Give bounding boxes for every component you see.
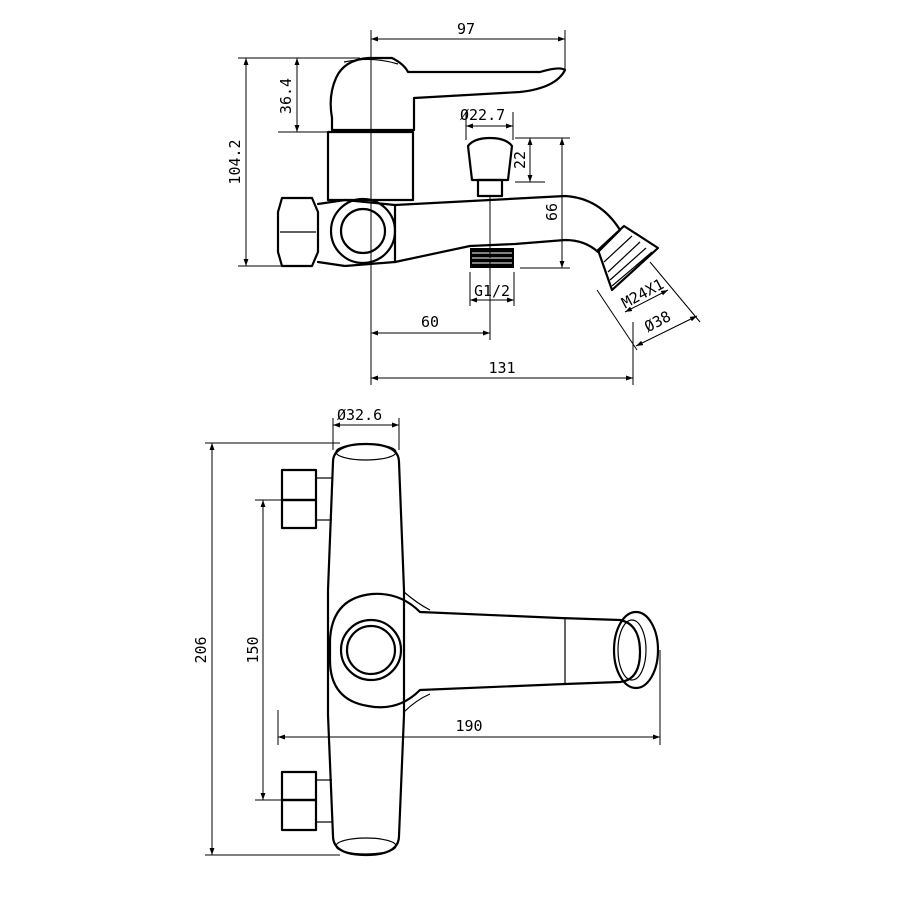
dim-diverter-diameter: Ø22.7 (460, 106, 505, 124)
top-lever (328, 592, 642, 709)
top-port-outer (339, 618, 403, 682)
top-cap-lower (335, 837, 397, 855)
top-view (205, 418, 661, 857)
dim-spout-drop: 66 (543, 203, 561, 221)
top-cap-upper (335, 443, 397, 461)
aerator (596, 224, 660, 292)
connection-nut (276, 196, 320, 268)
top-extension-lines (205, 418, 661, 856)
dim-connection-spacing: 150 (244, 636, 262, 663)
side-port-inner (339, 207, 387, 255)
dim-body-length: 206 (192, 636, 210, 663)
dim-inlet-thread: G1/2 (474, 282, 510, 300)
dim-aerator-diameter: Ø38 (641, 307, 673, 336)
side-extension-lines (238, 30, 701, 385)
lever-cap (343, 58, 399, 65)
diverter-stem (476, 178, 504, 198)
side-port-outer (329, 197, 397, 265)
lever-handle (329, 56, 567, 132)
top-nut-lower (280, 770, 332, 832)
dim-aerator-thread: M24X1 (618, 275, 666, 312)
dim-spout-reach: 190 (455, 717, 482, 735)
dim-overall-length: 131 (488, 359, 515, 377)
side-view (238, 30, 701, 385)
dim-diverter-height: 22 (511, 151, 529, 169)
top-body (326, 442, 406, 857)
diverter-knob (466, 136, 514, 182)
dim-body-diameter: Ø32.6 (337, 406, 382, 424)
dim-total-height: 104.2 (226, 139, 244, 184)
top-spout-outlet (612, 610, 660, 690)
top-dimensions: Ø32.6 206 150 190 (192, 406, 660, 855)
dim-top-length: 97 (457, 20, 475, 38)
top-nut-upper (280, 468, 332, 530)
dim-lever-height: 36.4 (277, 78, 295, 114)
inlet-thread (470, 248, 514, 268)
dim-inlet-offset: 60 (421, 313, 439, 331)
top-port-inner (345, 624, 397, 676)
